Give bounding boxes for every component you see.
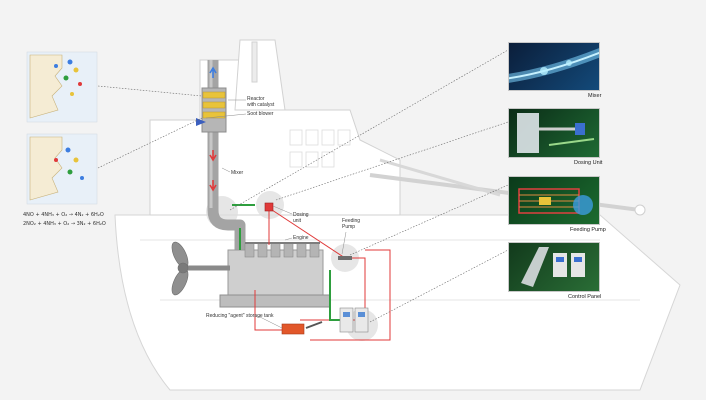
label-dosing-unit: Dosing unit [293, 212, 309, 224]
label-reactor: Reactor with catalyst [247, 96, 275, 108]
label-urea-tank: Reducing "agent" storage tank [206, 313, 274, 319]
caption-mixer: Mixer [588, 93, 602, 99]
exhaust-pipe [207, 60, 246, 265]
dosing-unit-small [264, 202, 274, 212]
molecule-inset-top [26, 51, 98, 123]
thumbnail-dosing-unit [508, 108, 600, 158]
engine-cylinders [244, 242, 320, 258]
flow-arrow-blue [209, 66, 217, 78]
superstructure-windows [289, 129, 351, 168]
label-mixer: Mixer [231, 170, 244, 176]
equation-1: 4NO + 4NH₃ + O₂ → 4N₂ + 6H₂O [23, 212, 104, 218]
deck-arm-end [634, 204, 646, 216]
label-engine: Engine [293, 235, 309, 241]
inset-leader-lines [97, 85, 203, 169]
control-panel-illustration [521, 247, 585, 287]
flow-arrow-red-2 [209, 180, 217, 192]
propeller [171, 241, 189, 296]
deck-arm-2 [379, 158, 501, 197]
catalyst-layers [202, 91, 226, 119]
mast [251, 41, 258, 83]
flow-arrow-red-1 [209, 150, 217, 162]
dosing-unit-illustration [517, 113, 595, 153]
thumbnail-mixer [508, 42, 600, 91]
label-feeding-pump: Feeding Pump [342, 218, 361, 230]
control-panel-small [339, 307, 369, 333]
equation-2: 2NO₂ + 4NH₃ + O₂ → 3N₂ + 6H₂O [23, 221, 106, 227]
engine-base [219, 294, 331, 308]
label-leader-lines [205, 99, 347, 329]
thumbnail-control-panel [508, 242, 600, 292]
molecule-inset-bottom [26, 133, 98, 205]
caption-dosing-unit: Dosing Unit [574, 160, 603, 166]
tank-connector [305, 321, 323, 329]
leader-lines [229, 49, 509, 323]
feeding-pump-illustration [518, 188, 593, 215]
funnel [234, 39, 286, 111]
urea-storage-tank [281, 323, 305, 335]
mixer-illustration [509, 48, 599, 83]
caption-feeding-pump: Feeding Pump [570, 227, 606, 233]
caption-control-panel: Control Panel [568, 294, 602, 300]
thumbnail-feeding-pump [508, 176, 600, 225]
label-soot-blower: Soot blower [247, 111, 274, 117]
